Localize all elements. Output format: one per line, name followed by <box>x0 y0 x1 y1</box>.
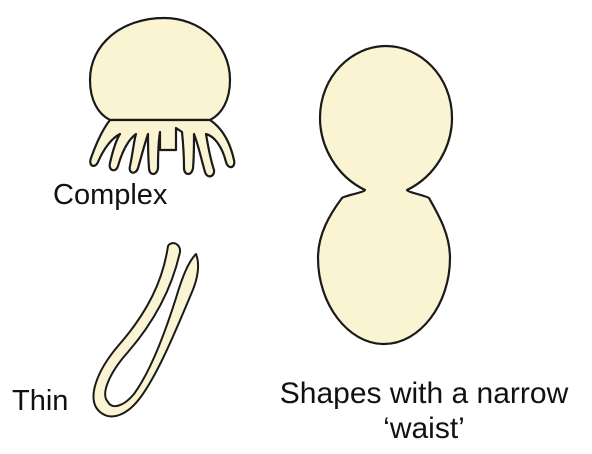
thin-shape-outline <box>94 243 199 416</box>
thin-label: Thin <box>12 385 68 418</box>
complex-label: Complex <box>53 179 167 212</box>
complex-shape <box>90 18 234 176</box>
waist-label-line2: ‘waist’ <box>258 412 590 447</box>
waist-label-line1: Shapes with a narrow <box>258 377 590 412</box>
waist-label: Shapes with a narrow ‘waist’ <box>258 377 590 446</box>
complex-shape-body <box>90 18 230 120</box>
complex-shape-tentacles <box>90 120 234 176</box>
waist-shape <box>316 46 452 344</box>
thin-shape <box>94 243 199 416</box>
waist-shape-body <box>318 46 452 344</box>
